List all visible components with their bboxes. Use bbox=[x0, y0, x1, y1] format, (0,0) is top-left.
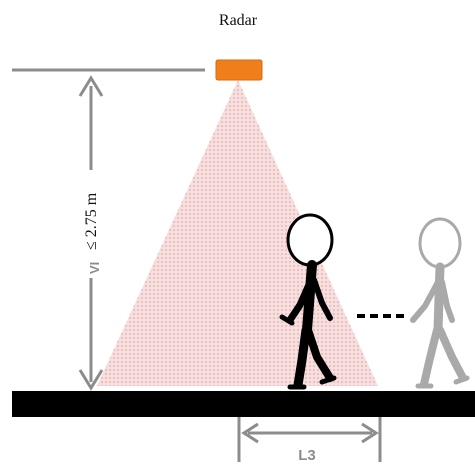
height-label: ≤ 2.75 m bbox=[83, 192, 100, 250]
floor-bar bbox=[12, 391, 475, 417]
diagram-title: Radar bbox=[219, 12, 258, 29]
height-mark: VI bbox=[87, 262, 102, 274]
radar-detection-cone bbox=[97, 80, 378, 386]
distance-label: L3 bbox=[298, 447, 316, 464]
distance-label-backdrop bbox=[288, 443, 326, 463]
walking-person-icon bbox=[279, 213, 337, 390]
radar-sensor-icon bbox=[215, 59, 263, 81]
walking-person-ghost-icon bbox=[410, 217, 470, 389]
height-arrow-bottom bbox=[78, 369, 104, 391]
height-label-backdrop bbox=[80, 170, 102, 278]
distance-arrow-right bbox=[361, 422, 379, 444]
distance-arrow-left bbox=[241, 422, 259, 444]
height-arrow-top bbox=[78, 75, 104, 97]
